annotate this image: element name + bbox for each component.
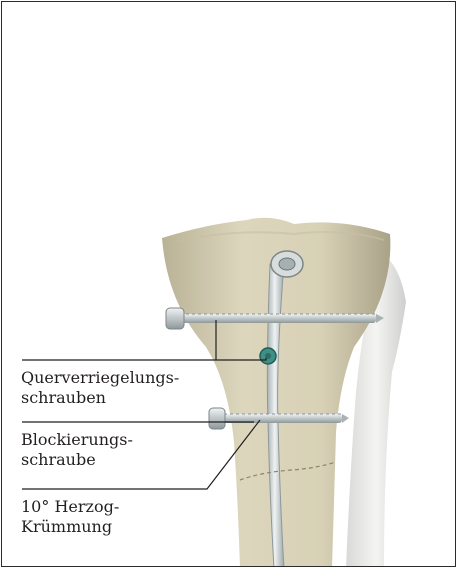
herzog-bend-label-line1: 10° Herzog- (21, 497, 119, 517)
interlocking-screws-label-line1: Querverriegelungs- (21, 368, 179, 388)
blocking-screw-label-line2: schraube (21, 450, 96, 470)
blocking-screw-label-line1: Blockierungs- (21, 430, 133, 450)
herzog-bend-label-line2: Krümmung (21, 517, 112, 537)
interlocking-screws-label-line2: schrauben (21, 388, 106, 408)
